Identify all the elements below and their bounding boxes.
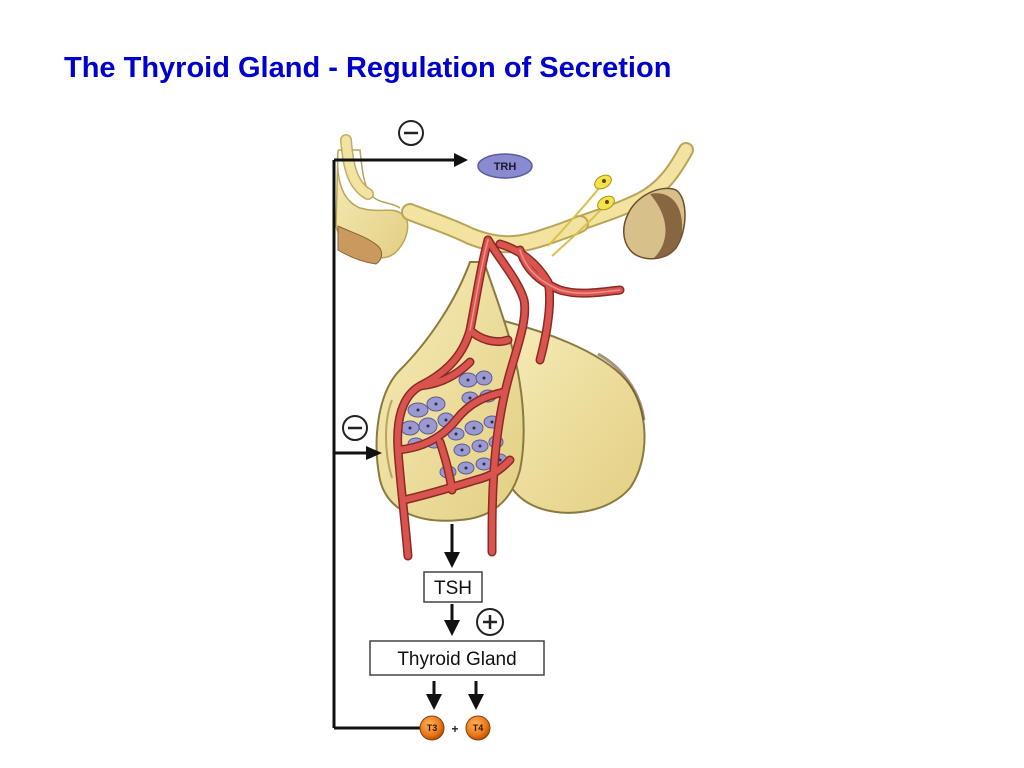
tsh-label: TSH [434, 578, 472, 599]
t4-label: T4 [473, 723, 484, 733]
slide-title: The Thyroid Gland - Regulation of Secret… [64, 52, 672, 84]
arrow-icon [468, 681, 484, 710]
feedback-loop [332, 153, 468, 730]
inhibition-icon [398, 120, 424, 146]
thyroid-gland-label: Thyroid Gland [397, 649, 516, 670]
t4-hormone: T4 [465, 715, 491, 741]
trh-pill: TRH [477, 153, 533, 179]
arrow-icon [426, 681, 442, 710]
t3-hormone: T3 [419, 715, 445, 741]
neuron-icon [547, 174, 615, 257]
stimulation-icon [476, 608, 504, 636]
trh-label: TRH [494, 161, 517, 173]
inhibition-icon [342, 415, 368, 441]
tsh-box: TSH [423, 571, 483, 603]
arrow-icon [444, 524, 460, 568]
pituitary-gland [375, 261, 646, 522]
t3-label: T3 [427, 723, 438, 733]
arrow-icon [366, 446, 382, 460]
thyroid-gland-box: Thyroid Gland [369, 640, 545, 676]
arrow-icon [444, 604, 460, 636]
arrow-icon [454, 153, 468, 167]
blood-vessel [393, 235, 625, 561]
hypothalamus-tissue [335, 134, 694, 265]
combine-plus: + [451, 722, 458, 736]
